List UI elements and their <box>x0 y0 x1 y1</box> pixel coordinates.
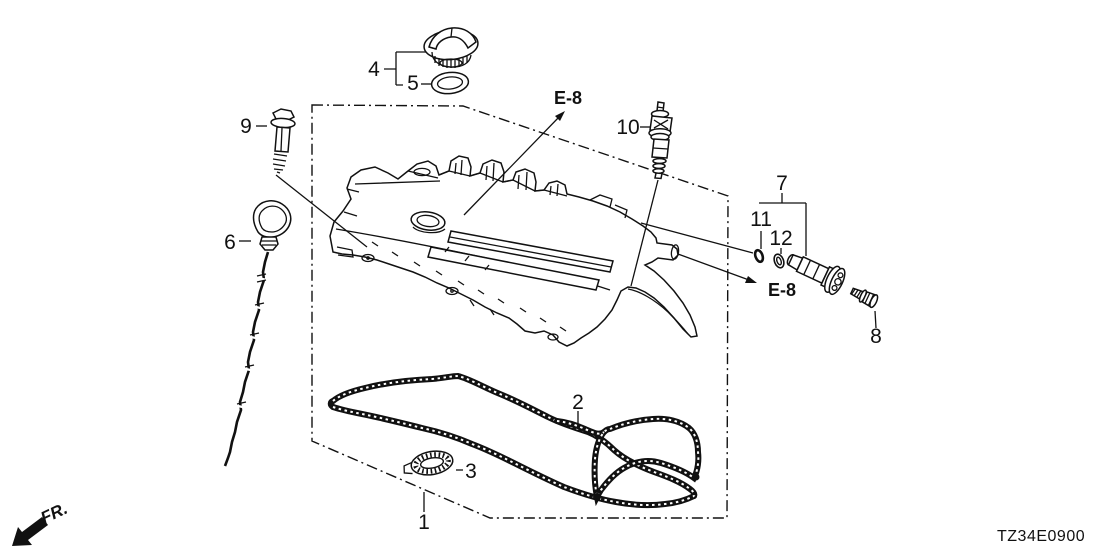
flange-bolt-9 <box>270 108 296 174</box>
o-ring-12 <box>773 253 785 269</box>
sensor-bolt-8 <box>849 287 879 309</box>
oil-filler-cap <box>423 27 479 68</box>
ref-label-e8-top: E-8 <box>554 88 582 108</box>
callout-9: 9 <box>240 115 252 138</box>
callout-7: 7 <box>776 172 788 195</box>
grommet-3 <box>403 450 454 476</box>
ref-label-e8-bottom: E-8 <box>768 280 796 300</box>
gasket-1 <box>327 372 698 509</box>
callout-3: 3 <box>465 460 477 483</box>
ref-arrow-top <box>463 111 565 216</box>
callout-1: 1 <box>418 511 430 534</box>
fr-arrow-icon <box>12 517 48 546</box>
callout-5: 5 <box>407 72 419 95</box>
leader-lines <box>239 51 877 512</box>
valve-cover <box>329 155 698 347</box>
callout-8: 8 <box>870 325 882 348</box>
fr-direction: FR. <box>12 499 71 546</box>
dipstick <box>223 200 292 467</box>
callout-11: 11 <box>750 208 772 231</box>
callout-10: 10 <box>616 116 639 139</box>
callout-2: 2 <box>572 391 584 414</box>
callout-6: 6 <box>224 231 236 254</box>
dashdot-boundary <box>311 104 729 519</box>
injector <box>648 101 673 180</box>
cam-sensor <box>786 253 846 296</box>
callouts: 1 2 3 4 5 6 7 8 9 10 11 12 <box>224 58 882 534</box>
ref-arrow-bottom <box>677 253 757 283</box>
callout-4: 4 <box>368 58 380 81</box>
callout-12: 12 <box>769 227 792 250</box>
diagram-code: TZ34E0900 <box>997 528 1085 545</box>
o-ring-11 <box>753 248 765 264</box>
cap-washer <box>430 71 470 95</box>
gasket-2 <box>554 415 702 507</box>
